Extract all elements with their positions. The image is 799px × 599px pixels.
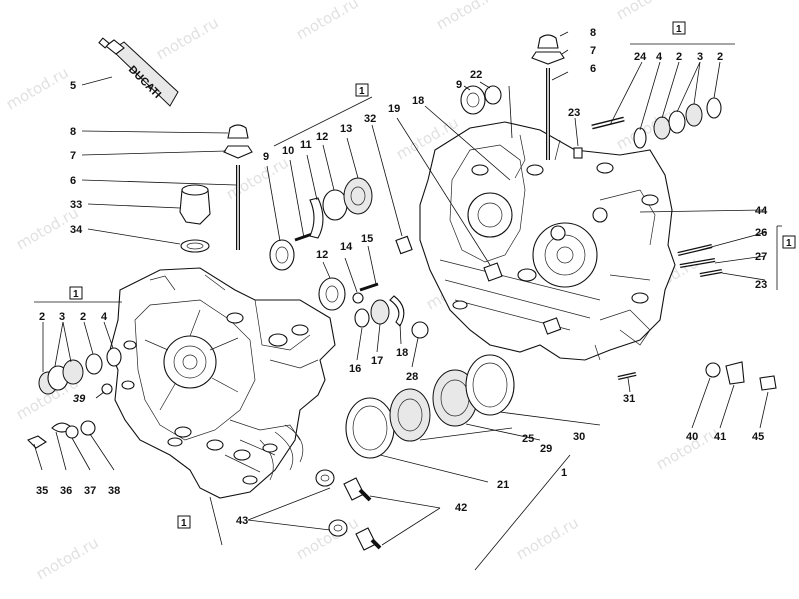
group-box-label: 1 <box>73 289 79 300</box>
callout-2: 2 <box>676 51 682 63</box>
callout-3: 3 <box>697 51 703 63</box>
callout-23: 23 <box>755 279 767 291</box>
callout-16: 16 <box>349 363 361 375</box>
callout-45: 45 <box>752 431 764 443</box>
callout-19: 19 <box>388 103 400 115</box>
callout-2: 2 <box>39 311 45 323</box>
callout-24: 24 <box>634 51 647 63</box>
callout-21: 21 <box>497 479 509 491</box>
callout-12: 12 <box>316 131 328 143</box>
callout-23: 23 <box>568 107 580 119</box>
watermark-text: motod.ru <box>153 13 222 63</box>
right-side-pins <box>617 244 777 391</box>
group-box-label: 1 <box>786 238 792 249</box>
group-box-label: 1 <box>359 86 365 97</box>
callout-37: 37 <box>84 485 96 497</box>
callout-18: 18 <box>396 347 408 359</box>
callout-35: 35 <box>36 485 48 497</box>
callout-4: 4 <box>101 311 108 323</box>
right-stud-assembly <box>531 34 722 160</box>
callout-15: 15 <box>361 233 373 245</box>
callout-31: 31 <box>623 393 635 405</box>
callout-22: 22 <box>470 69 482 81</box>
callout-9: 9 <box>456 79 462 91</box>
callout-26: 26 <box>755 227 767 239</box>
callout-2: 2 <box>717 51 723 63</box>
callout-12: 12 <box>316 249 328 261</box>
watermark-text: motod.ru <box>293 513 362 563</box>
group-box <box>782 235 796 249</box>
group-box-label: 1 <box>676 24 682 35</box>
group-box-label: 1 <box>181 518 187 529</box>
watermark-text: motod.ru <box>3 63 72 113</box>
watermark-text: motod.ru <box>33 533 102 583</box>
callout-8: 8 <box>590 27 596 39</box>
group-box <box>177 515 191 529</box>
group-box <box>672 21 686 35</box>
left-stud-assembly <box>179 124 253 253</box>
leader-lines <box>33 31 782 571</box>
callout-5: 5 <box>70 80 76 92</box>
group-box <box>355 83 369 97</box>
callout-7: 7 <box>590 45 596 57</box>
watermark-text: motod.ru <box>223 153 292 203</box>
watermark-text: motod.ru <box>293 0 362 43</box>
callout-40: 40 <box>686 431 698 443</box>
callout-36: 36 <box>60 485 72 497</box>
center-parts <box>269 85 562 339</box>
callout-43: 43 <box>236 515 248 527</box>
callout-28: 28 <box>406 371 418 383</box>
callout-3: 3 <box>59 311 65 323</box>
watermark-text: motod.ru <box>613 0 682 23</box>
callout-33: 33 <box>70 199 82 211</box>
callout-34: 34 <box>70 224 83 236</box>
watermark-text: motod.ru <box>513 513 582 563</box>
callout-11: 11 <box>300 139 312 151</box>
callout-labels: 5 8 7 6 33 34 2 3 2 4 39 35 36 37 38 9 1… <box>36 27 768 527</box>
callout-6: 6 <box>70 175 76 187</box>
callout-18: 18 <box>412 95 424 107</box>
callout-38: 38 <box>108 485 120 497</box>
callout-2: 2 <box>80 311 86 323</box>
callout-27: 27 <box>755 251 767 263</box>
callout-41: 41 <box>714 431 726 443</box>
watermark-text: motod.ru <box>433 0 502 33</box>
sealant-tube: DUCATI <box>98 37 179 107</box>
left-bearing-stack <box>27 347 122 449</box>
callout-30: 30 <box>573 431 585 443</box>
callout-10: 10 <box>282 145 294 157</box>
lower-bearings <box>345 354 515 459</box>
group-indicators: 1 1 1 1 1 <box>69 21 796 529</box>
callout-44: 44 <box>755 205 768 217</box>
callout-14: 14 <box>340 241 353 253</box>
callout-4: 4 <box>656 51 663 63</box>
callout-13: 13 <box>340 123 352 135</box>
callout-7: 7 <box>70 150 76 162</box>
left-crankcase-half <box>109 267 336 499</box>
right-crankcase-half <box>419 121 676 361</box>
callout-17: 17 <box>371 355 383 367</box>
callout-32: 32 <box>364 113 376 125</box>
bottom-fasteners <box>315 469 382 551</box>
callout-42: 42 <box>455 502 467 514</box>
callout-29: 29 <box>540 443 552 455</box>
callout-39: 39 <box>73 393 86 405</box>
callout-8: 8 <box>70 126 76 138</box>
callout-6: 6 <box>590 63 596 75</box>
callout-25: 25 <box>522 433 534 445</box>
group-box <box>69 286 83 300</box>
callout-9: 9 <box>263 151 269 163</box>
callout-1: 1 <box>561 467 567 479</box>
